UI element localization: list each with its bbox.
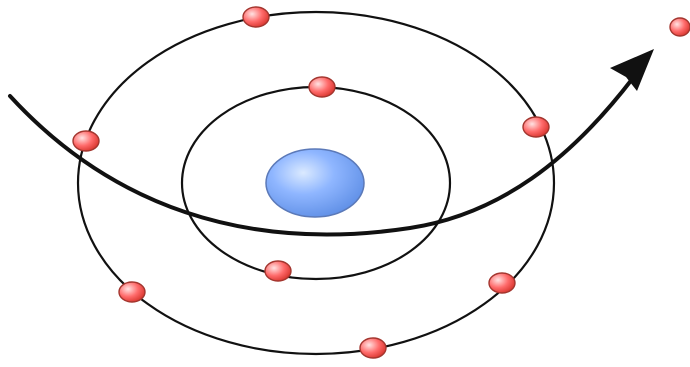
ejected-electron-icon: [670, 18, 690, 36]
outer-orbit-electron-icon: [243, 7, 269, 27]
inner-orbit-electron-icon: [265, 261, 291, 281]
electron-group: [73, 7, 690, 358]
outer-orbit-electron-icon: [119, 282, 145, 302]
outer-orbit-electron-icon: [73, 131, 99, 151]
curved-arrow-icon: [610, 49, 654, 91]
outer-orbit-electron-icon: [523, 117, 549, 137]
outer-orbit-electron-icon: [360, 338, 386, 358]
outer-orbit-electron-icon: [489, 273, 515, 293]
nucleus-icon: [266, 149, 364, 217]
inner-orbit-electron-icon: [309, 77, 335, 97]
